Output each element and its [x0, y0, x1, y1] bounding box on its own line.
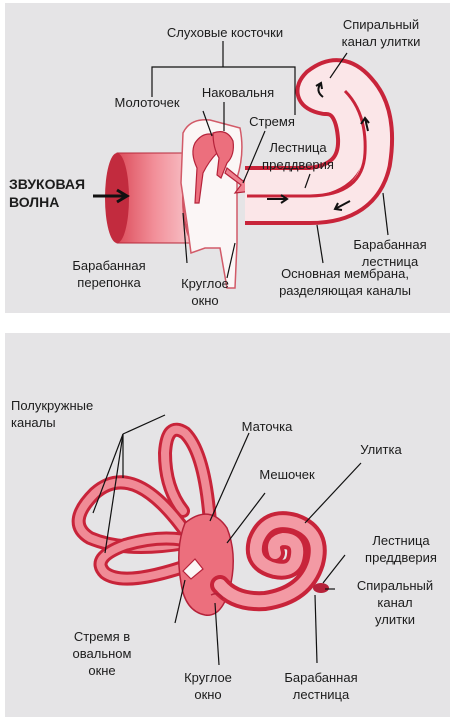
- stapes-footplate: [182, 558, 204, 580]
- label-stapes-oval-line1: Стремя в: [73, 629, 131, 644]
- top-leader-lines: [151, 41, 389, 279]
- label-stapes-oval-line2: овальном: [72, 646, 132, 661]
- middle-ear-illustration: [93, 41, 395, 289]
- label-utricle: Маточка: [241, 419, 293, 434]
- inner-ear-illustration: [71, 414, 362, 666]
- label-eardrum-line2: перепонка: [77, 275, 141, 290]
- label-scala-tympani-top-line2: лестница: [361, 254, 419, 269]
- label-saccule: Мешочек: [259, 467, 315, 482]
- label-incus: Наковальня: [201, 85, 275, 100]
- label-sound-wave-line2: ВОЛНА: [9, 194, 60, 210]
- incus-shape: [212, 131, 234, 179]
- label-scala-tympani-bottom-line1: Барабанная: [284, 670, 358, 685]
- label-scala-vestibuli-top-line2: преддверия: [262, 157, 334, 172]
- label-cochlear-duct-top-line2: канал улитки: [341, 34, 421, 49]
- label-scala-tympani-bottom-line2: лестница: [292, 687, 350, 702]
- flow-arrow-tympani: [333, 200, 351, 211]
- label-scala-vestibuli-bottom-line1: Лестница: [372, 533, 430, 548]
- label-stapes: Стремя: [249, 114, 295, 129]
- label-semicircular-line1: Полукружные: [11, 398, 94, 413]
- label-malleus: Молоточек: [114, 95, 180, 110]
- label-cochlear-duct-bottom-line1: Спиральный: [356, 578, 434, 593]
- basilar-membrane-line: [247, 89, 367, 198]
- middle-ear-cross-section-panel: Слуховые косточки Спиральный канал улитк…: [5, 3, 450, 313]
- inner-ear-labyrinth-panel: Полукружные каналы Маточка Улитка Мешоче…: [5, 333, 450, 717]
- label-eardrum-line1: Барабанная: [72, 258, 146, 273]
- label-cochlear-duct-bottom-line3: улитки: [375, 612, 415, 627]
- label-basilar-membrane-line1: Основная мембрана,: [281, 266, 409, 281]
- label-stapes-oval-line3: окне: [88, 663, 116, 678]
- semicircular-canals: [71, 422, 217, 586]
- label-ossicles: Слуховые косточки: [166, 25, 284, 40]
- label-scala-tympani-top-line1: Барабанная: [353, 237, 427, 252]
- sound-wave-arrow: [93, 188, 130, 204]
- label-round-window-top-line2: окно: [191, 293, 219, 308]
- scala-marker: [313, 583, 329, 593]
- cochlea-tube-lumen: [245, 62, 391, 221]
- label-round-window-bottom-line1: Круглое: [184, 670, 232, 685]
- label-cochlear-duct-bottom-line2: канал: [377, 595, 413, 610]
- label-sound-wave-line1: ЗВУКОВАЯ: [9, 176, 86, 192]
- ear-canal-opening: [105, 153, 129, 243]
- flow-arrow-helix: [315, 81, 324, 98]
- cochlea-spiral: [210, 511, 327, 612]
- malleus-shape: [192, 133, 221, 204]
- bottom-leader-lines: [92, 414, 362, 666]
- label-basilar-membrane-line2: разделяющая каналы: [279, 283, 411, 298]
- round-window-marker: [210, 592, 224, 600]
- label-round-window-bottom-line2: окно: [194, 687, 222, 702]
- label-cochlear-duct-top-line1: Спиральный: [342, 17, 420, 32]
- label-scala-vestibuli-top-line1: Лестница: [269, 140, 327, 155]
- label-round-window-top-line1: Круглое: [181, 276, 229, 291]
- label-semicircular-line2: каналы: [11, 415, 56, 430]
- label-scala-vestibuli-bottom-line2: преддверия: [365, 550, 437, 565]
- flow-arrow-vestibuli: [267, 194, 289, 204]
- flow-arrow-apex: [360, 116, 370, 132]
- label-cochlea: Улитка: [360, 442, 402, 457]
